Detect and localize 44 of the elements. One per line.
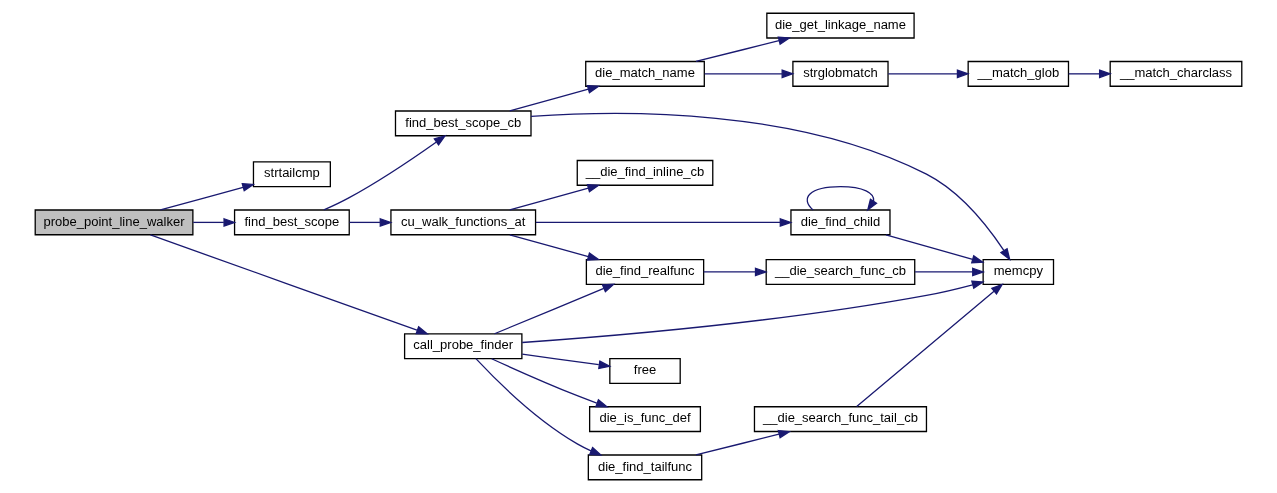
node-box: __match_glob bbox=[967, 60, 1070, 87]
node-box: find_best_scope bbox=[233, 209, 350, 236]
arrow bbox=[509, 234, 601, 261]
arrow bbox=[521, 353, 612, 370]
arrow bbox=[887, 69, 970, 79]
arrow bbox=[159, 183, 256, 211]
arrow bbox=[535, 217, 793, 227]
node-box: die_find_realfunc bbox=[585, 258, 705, 285]
node-box: die_find_child bbox=[790, 209, 891, 236]
node-box: strglobmatch bbox=[792, 60, 889, 87]
arrow bbox=[914, 267, 986, 277]
node-box: free bbox=[609, 357, 681, 384]
node-box: die_get_linkage_name bbox=[766, 12, 915, 39]
node-box: __match_charclass bbox=[1109, 60, 1243, 87]
arrow bbox=[703, 267, 768, 277]
node-box: die_is_func_def bbox=[589, 406, 702, 433]
node-box: probe_point_line_walker bbox=[34, 209, 194, 236]
arrow bbox=[521, 280, 985, 344]
arrow bbox=[704, 69, 795, 79]
arrow bbox=[323, 134, 447, 211]
arrow bbox=[1068, 69, 1112, 79]
arrow bbox=[348, 217, 393, 227]
node-box: __die_search_func_tail_cb bbox=[753, 406, 928, 433]
arrow bbox=[885, 234, 985, 264]
arrow bbox=[695, 36, 792, 63]
node-box: call_probe_finder bbox=[403, 333, 523, 360]
node-box: die_find_tailfunc bbox=[587, 454, 703, 481]
arrow bbox=[530, 112, 1011, 262]
arrow bbox=[493, 283, 616, 335]
arrow bbox=[475, 358, 603, 456]
arrow bbox=[509, 183, 601, 211]
node-box: __die_find_inline_cb bbox=[576, 159, 714, 186]
node-box: cu_walk_functions_at bbox=[390, 209, 537, 236]
arrow bbox=[856, 283, 1004, 408]
arrow bbox=[491, 358, 609, 408]
arrow bbox=[509, 84, 601, 112]
arrow bbox=[149, 234, 430, 335]
node-box: memcpy bbox=[982, 258, 1055, 285]
node-box: __die_search_func_cb bbox=[765, 258, 916, 285]
arrow bbox=[695, 429, 792, 456]
node-box: strtailcmp bbox=[252, 161, 331, 188]
node-box: die_match_name bbox=[585, 60, 705, 87]
node-box: find_best_scope_cb bbox=[394, 110, 532, 137]
arrow bbox=[192, 217, 237, 227]
